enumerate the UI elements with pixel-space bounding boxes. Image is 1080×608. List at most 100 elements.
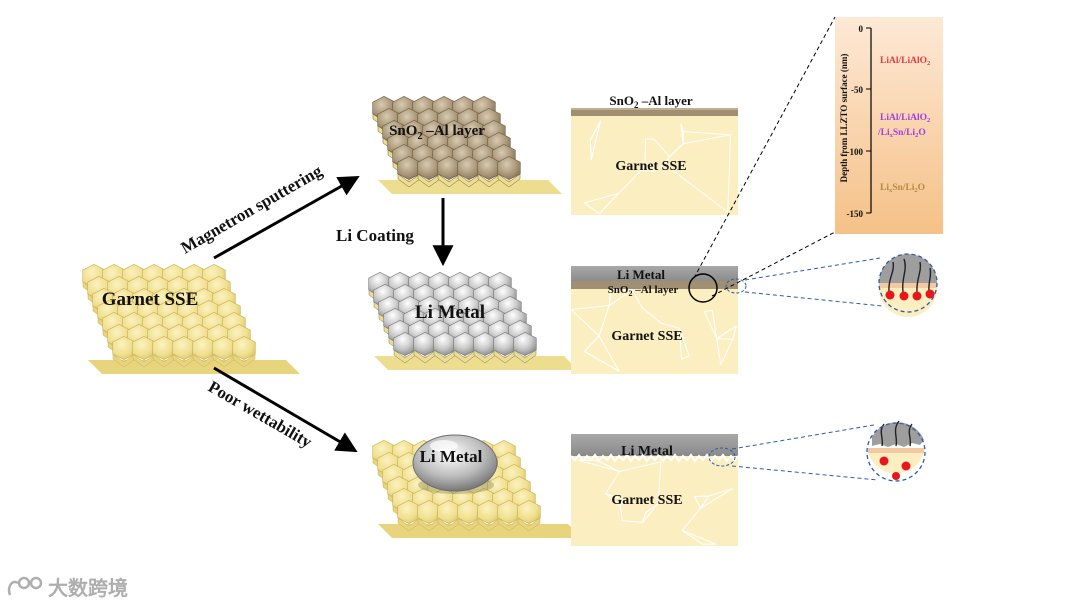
grain-boundaries [570,289,737,372]
grain-boundary-line [570,309,600,337]
grain-boundary-line [680,123,684,132]
zoom-connector [744,257,881,281]
grain-facet [232,353,256,368]
magnetron-arrow [213,175,360,260]
li-metal-coated-block [368,271,578,370]
grain-boundary-line [716,338,733,340]
grain-boundary-line [711,310,718,339]
grain-boundary-line [598,335,620,372]
grain-boundary-line [589,120,601,141]
grain-boundary-line [679,328,690,357]
cs-mid-layer-label: SnO2 –Al layer [608,284,679,298]
grain-boundary-line [584,350,620,372]
grain-boundary-line [652,163,665,172]
grain-boundary-line [683,131,731,136]
watermark: 大数跨境 [6,572,128,601]
cs-top-layer-label: SnO2 –Al layer [609,93,692,110]
grain-facet [513,349,537,364]
red-particle [885,290,895,300]
grain-boundary-line [605,493,621,507]
grain-boundary-line [664,163,729,213]
grain-boundary-line [708,487,734,497]
grain-boundaries [577,459,734,545]
grain-boundary-line [583,192,619,204]
grain-boundary-line [598,305,610,337]
grain-boundary-line [618,170,642,194]
grain-boundary-line [700,487,734,509]
grain-boundary-line [727,134,732,213]
red-particle [892,472,900,480]
depth-tick-0: 0 [859,24,864,34]
grain-boundary-line [610,289,633,291]
grain-boundaries [583,120,732,215]
grain-boundary-line [571,305,610,310]
grain-boundary-line [608,289,612,306]
grain-boundary-line [605,493,624,501]
grain-boundary-line [681,530,704,545]
grain-boundary-line [619,505,623,521]
grain-facet [497,173,521,188]
grain-boundary-line [645,503,659,514]
garnet-block-label: Garnet SSE [102,289,199,310]
grain-boundary-line [681,355,690,360]
grain-boundary-line [694,496,702,509]
li-droplet [412,434,498,494]
grain-facet [517,517,541,532]
garnet-sse-block [82,263,300,374]
grain-boundary-line [653,138,670,158]
zoom-connector [744,291,883,307]
cs-bot-li-label: Li Metal [621,444,673,459]
li-block-label: Li Metal [415,302,485,323]
grain-boundary-line [619,499,624,507]
grain-boundary-line [640,170,653,172]
zone-3-label: LixSn/Li2O [880,183,925,194]
grain-boundary-line [732,325,737,340]
grain [517,499,541,525]
cross-section-top: SnO2 –Al layer Garnet SSE [571,93,738,215]
logo-icon [7,576,43,595]
grain-boundary-line [642,503,659,523]
grain-boundary-line [583,202,600,215]
red-particle [901,461,911,471]
depth-profile-panel: 0 -50 -100 -150 Depth from LLZTO surface… [835,17,943,234]
grain-boundary-line [619,461,661,472]
grain-boundary-line [640,165,646,171]
li-droplet-label: Li Metal [420,447,483,466]
grain-boundary-line [716,325,737,340]
grain-boundary-line [657,461,662,504]
zone-1-label: LiAl/LiAlO2 [880,56,930,67]
grain [232,335,256,361]
red-particle [879,456,889,466]
grain-boundary-line [596,459,620,472]
zoom-connector [731,465,879,481]
cs-top-body-label: Garnet SSE [615,159,686,174]
grain-boundary-line [681,507,701,531]
li-coating-label: Li Coating [336,226,414,245]
red-particle [912,291,922,301]
depth-tick-3: -150 [847,209,864,219]
sno2-block-label: SnO2 –Al layer [389,123,485,142]
sno2-al-coated-block [372,95,562,194]
grain-boundary-line [599,192,619,214]
depth-tick-2: -100 [847,147,864,157]
zone-2-label-line2: /LixSn/Li2O [877,128,926,139]
grain-boundary-line [584,335,600,352]
grain-boundary-line [720,339,734,365]
cross-section-middle: Li Metal SnO2 –Al layer Garnet SSE [570,266,747,374]
grain-boundary-line [703,311,718,339]
grain-boundary-line [642,512,647,523]
cs-mid-li-label: Li Metal [617,267,665,282]
grain-boundary-line [716,338,722,365]
grain-boundary-line [704,309,713,313]
grain-boundary-line [642,307,663,324]
zoom-connector [693,16,836,279]
depth-axis-label: Depth from LLZTO surface (nm) [839,54,849,183]
grain-boundary-line [608,289,633,307]
red-particle [925,289,935,299]
grain-boundary-line [679,328,682,360]
grain-boundary-line [622,520,643,523]
magnified-interface-poor [866,420,926,482]
grain-boundary-line [669,143,684,158]
grain-boundary-line [683,134,731,145]
